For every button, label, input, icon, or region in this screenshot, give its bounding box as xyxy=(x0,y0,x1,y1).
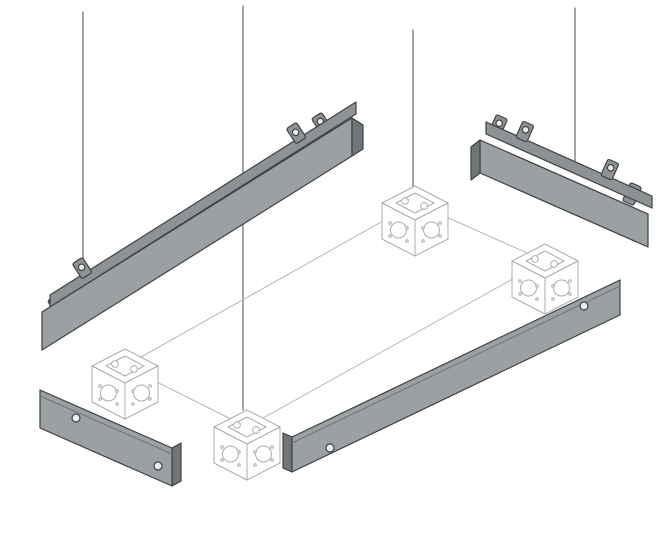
screw-hole xyxy=(291,128,300,137)
screw-hole xyxy=(579,301,589,311)
cover-end-fold xyxy=(351,117,364,157)
plinth-corner-piece-front xyxy=(213,409,281,481)
cover-face xyxy=(291,279,621,473)
mounting-bracket xyxy=(72,257,92,279)
cover-flange-edge xyxy=(39,395,173,455)
plinth-cover-rear-left xyxy=(41,101,364,351)
plinth-cover-front-left xyxy=(39,389,182,487)
plinth-cover-front-right xyxy=(282,279,621,473)
plinth-corner-piece-rear xyxy=(381,185,449,257)
screw-hole xyxy=(77,263,86,272)
cover-face xyxy=(41,117,353,351)
frame-upright-lines xyxy=(82,5,576,411)
mounting-bracket xyxy=(515,120,534,143)
screw-hole xyxy=(325,443,335,453)
screw-hole xyxy=(521,125,530,134)
cover-flange xyxy=(485,121,653,209)
screw-hole xyxy=(71,413,81,423)
plinth-cover-rear-right xyxy=(470,114,653,248)
cover-flange-edge xyxy=(291,285,621,444)
screw-hole xyxy=(495,119,504,128)
cover-end-fold xyxy=(282,432,293,473)
screw-hole xyxy=(153,461,163,471)
mounting-bracket xyxy=(600,158,619,181)
plinth-corner-piece-right xyxy=(511,243,579,315)
plinth-corner-piece-left xyxy=(91,348,159,420)
cover-end-fold xyxy=(171,442,182,487)
screw-hole xyxy=(606,163,615,172)
cover-face xyxy=(39,389,173,487)
cover-end-fold xyxy=(470,139,481,181)
cover-flange xyxy=(49,101,357,308)
mounting-bracket xyxy=(286,122,306,144)
